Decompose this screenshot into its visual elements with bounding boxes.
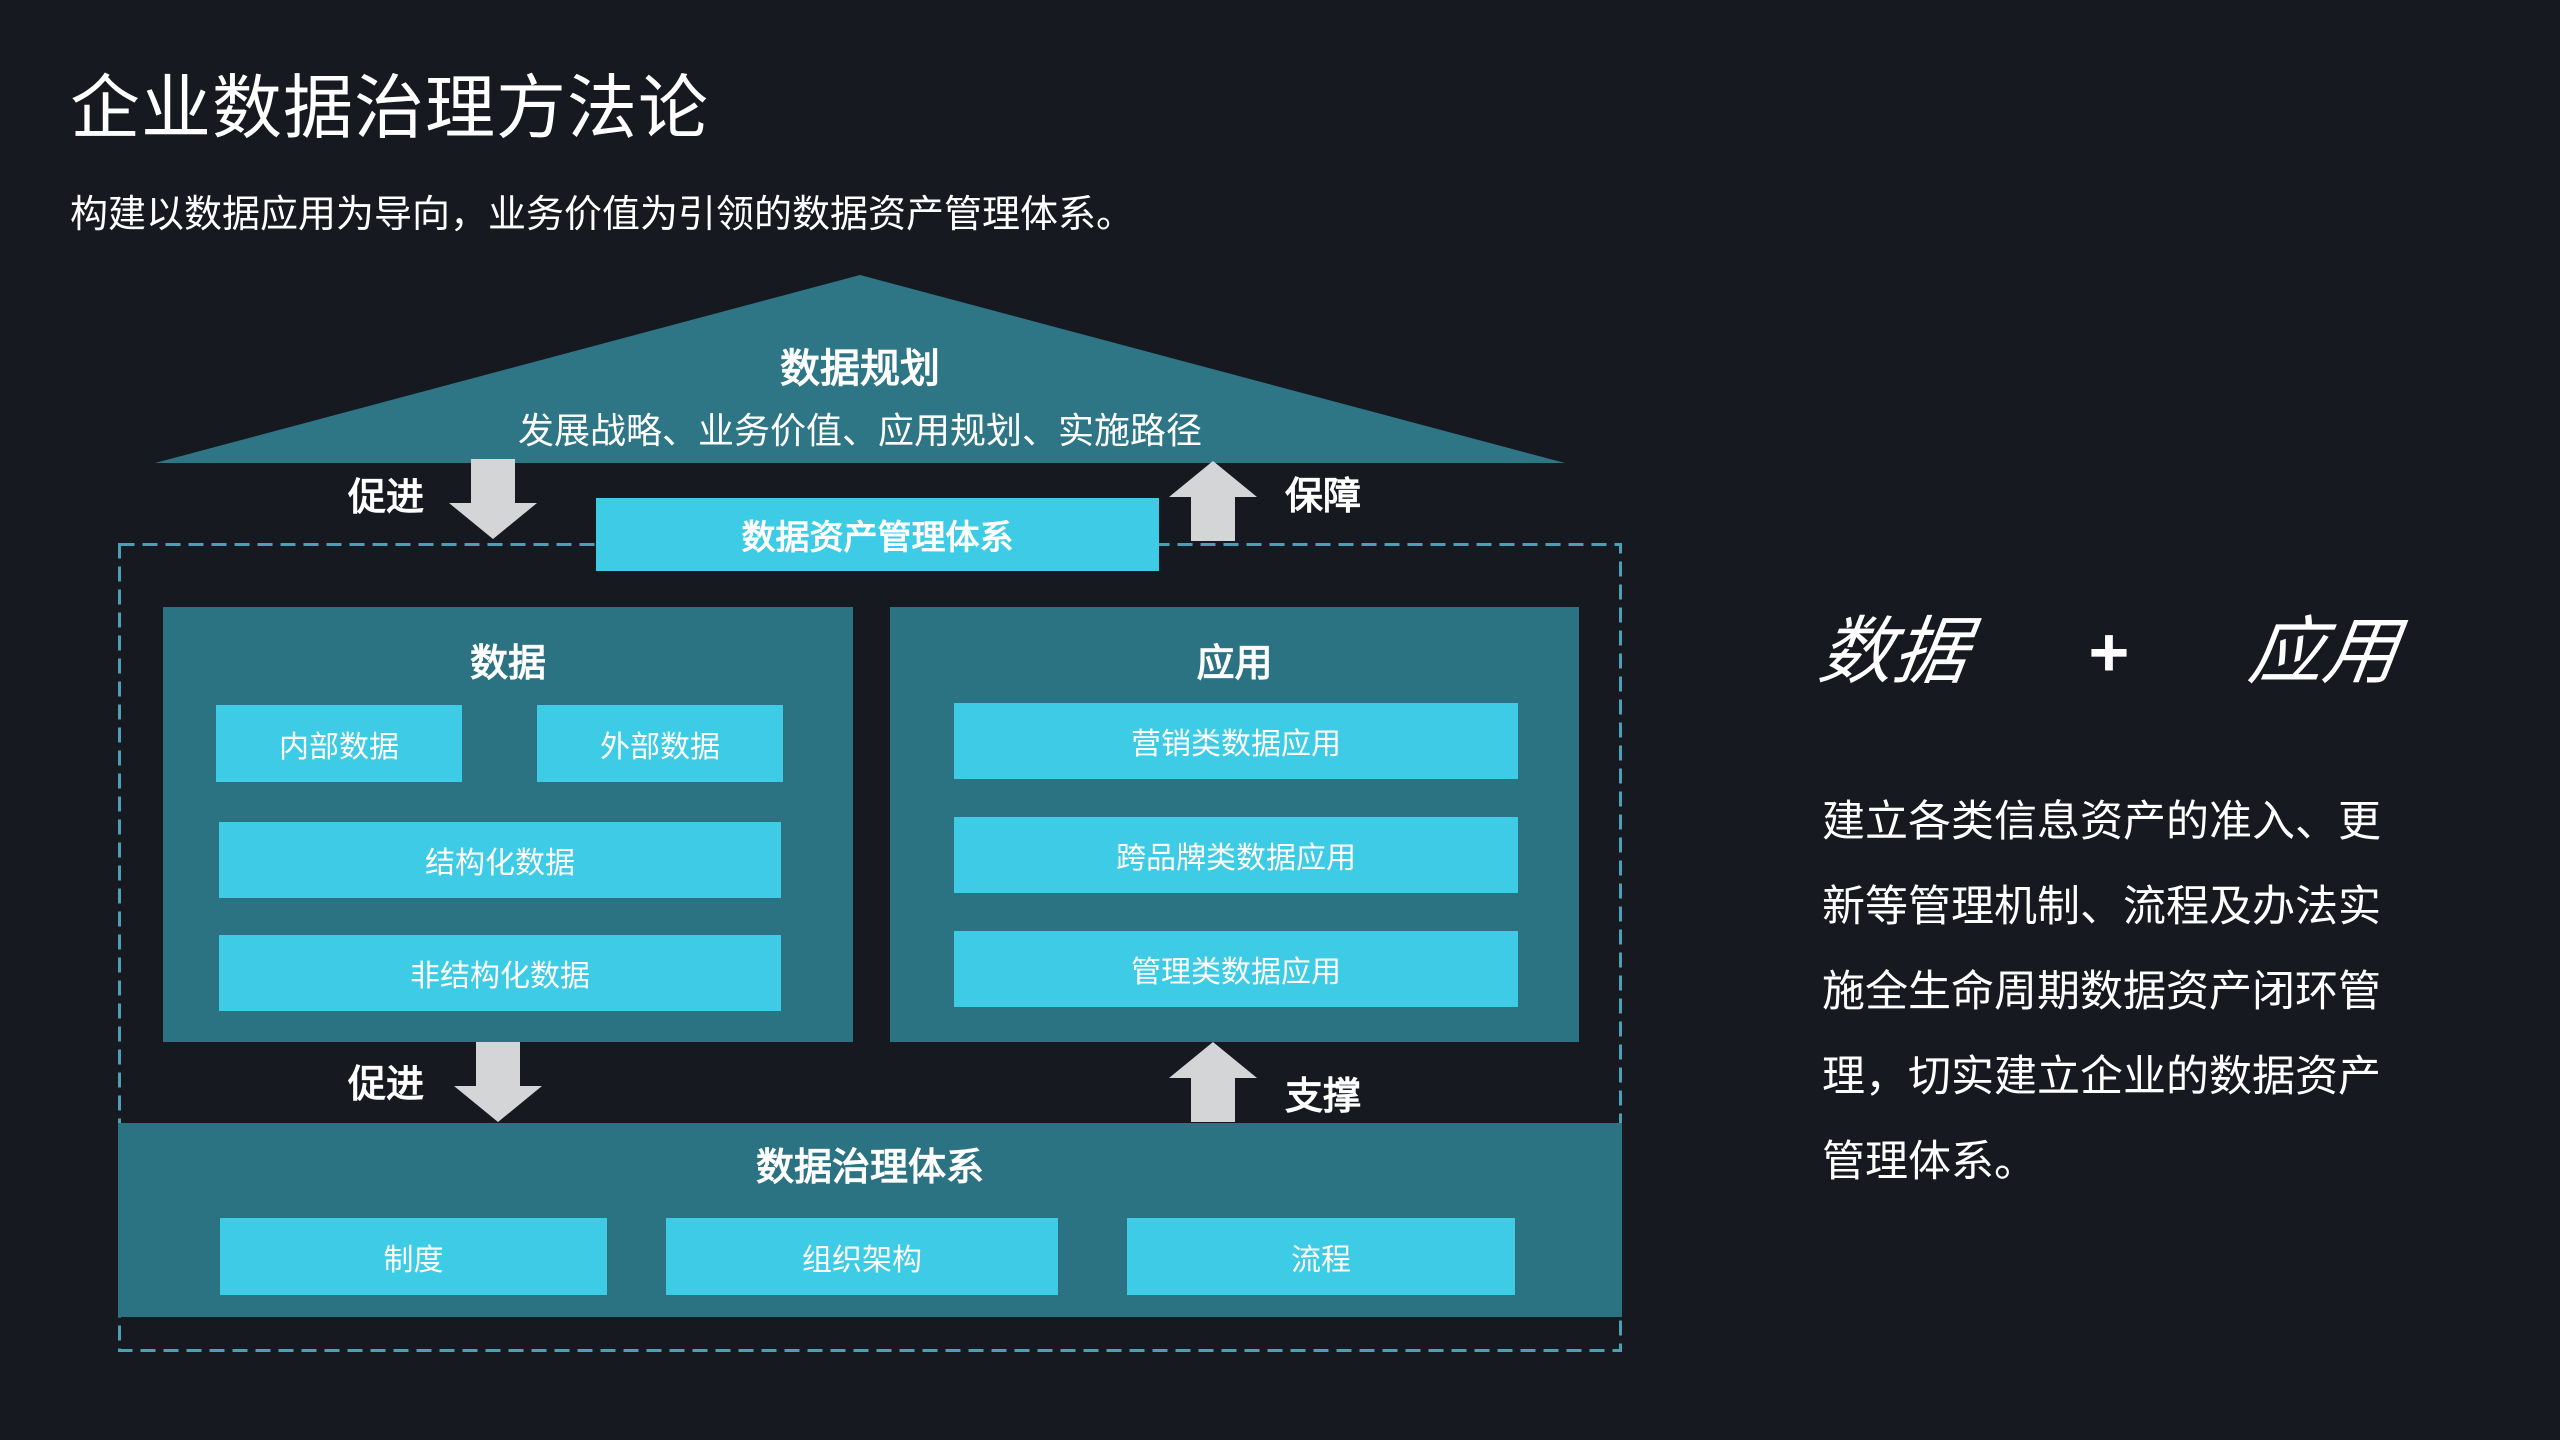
governance-item-policy: 制度 [220,1218,607,1295]
roof-title: 数据规划 [780,347,940,391]
description-line: 建立各类信息资产的准入、更 [1822,798,2381,846]
app-panel: 应用 营销类数据应用 跨品牌类数据应用 管理类数据应用 [890,607,1579,1042]
governance-panel-title: 数据治理体系 [755,1147,984,1189]
description-line: 施全生命周期数据资产闭环管 [1822,968,2381,1016]
slogan-app: 应用 [2244,610,2404,693]
plus-icon: + [2088,613,2130,692]
app-item-cross-brand: 跨品牌类数据应用 [954,817,1518,893]
description-line: 管理体系。 [1822,1138,2037,1186]
promote-label-top: 促进 [348,477,425,519]
governance-panel: 数据治理体系 制度 组织架构 流程 [118,1123,1622,1317]
description-line: 理，切实建立企业的数据资产 [1822,1053,2381,1101]
slogan-data: 数据 [1814,610,1974,693]
page-subtitle: 构建以数据应用为导向，业务价值为引领的数据资产管理体系。 [70,194,1135,236]
guarantee-label: 保障 [1285,476,1362,518]
data-item-unstructured: 非结构化数据 [219,935,781,1011]
promote-down-arrow-bottom-icon [454,1042,542,1122]
data-item-external: 外部数据 [537,705,783,782]
app-panel-title: 应用 [1196,643,1273,685]
roof-triangle [155,275,1565,463]
promote-down-arrow-icon [449,459,537,539]
app-item-marketing: 营销类数据应用 [954,703,1518,779]
slogan: 数据 + 应用 [1814,608,2404,697]
data-item-internal: 内部数据 [216,705,462,782]
page-title: 企业数据治理方法论 [70,69,709,147]
governance-item-org: 组织架构 [666,1218,1058,1295]
guarantee-up-arrow-icon [1169,461,1257,541]
description-line: 新等管理机制、流程及办法实 [1822,883,2381,931]
support-label: 支撑 [1285,1076,1362,1118]
data-item-structured: 结构化数据 [219,822,781,898]
promote-label-bottom: 促进 [348,1064,425,1106]
support-up-arrow-icon [1169,1042,1257,1122]
governance-item-process: 流程 [1127,1218,1515,1295]
asset-management-banner: 数据资产管理体系 [596,498,1159,571]
roof-subtitle: 发展战略、业务价值、应用规划、实施路径 [517,410,1202,451]
description-paragraph: 建立各类信息资产的准入、更 新等管理机制、流程及办法实 施全生命周期数据资产闭环… [1822,780,2502,1205]
data-panel-title: 数据 [469,643,546,685]
app-item-management: 管理类数据应用 [954,931,1518,1007]
data-panel: 数据 内部数据 外部数据 结构化数据 非结构化数据 [163,607,853,1042]
